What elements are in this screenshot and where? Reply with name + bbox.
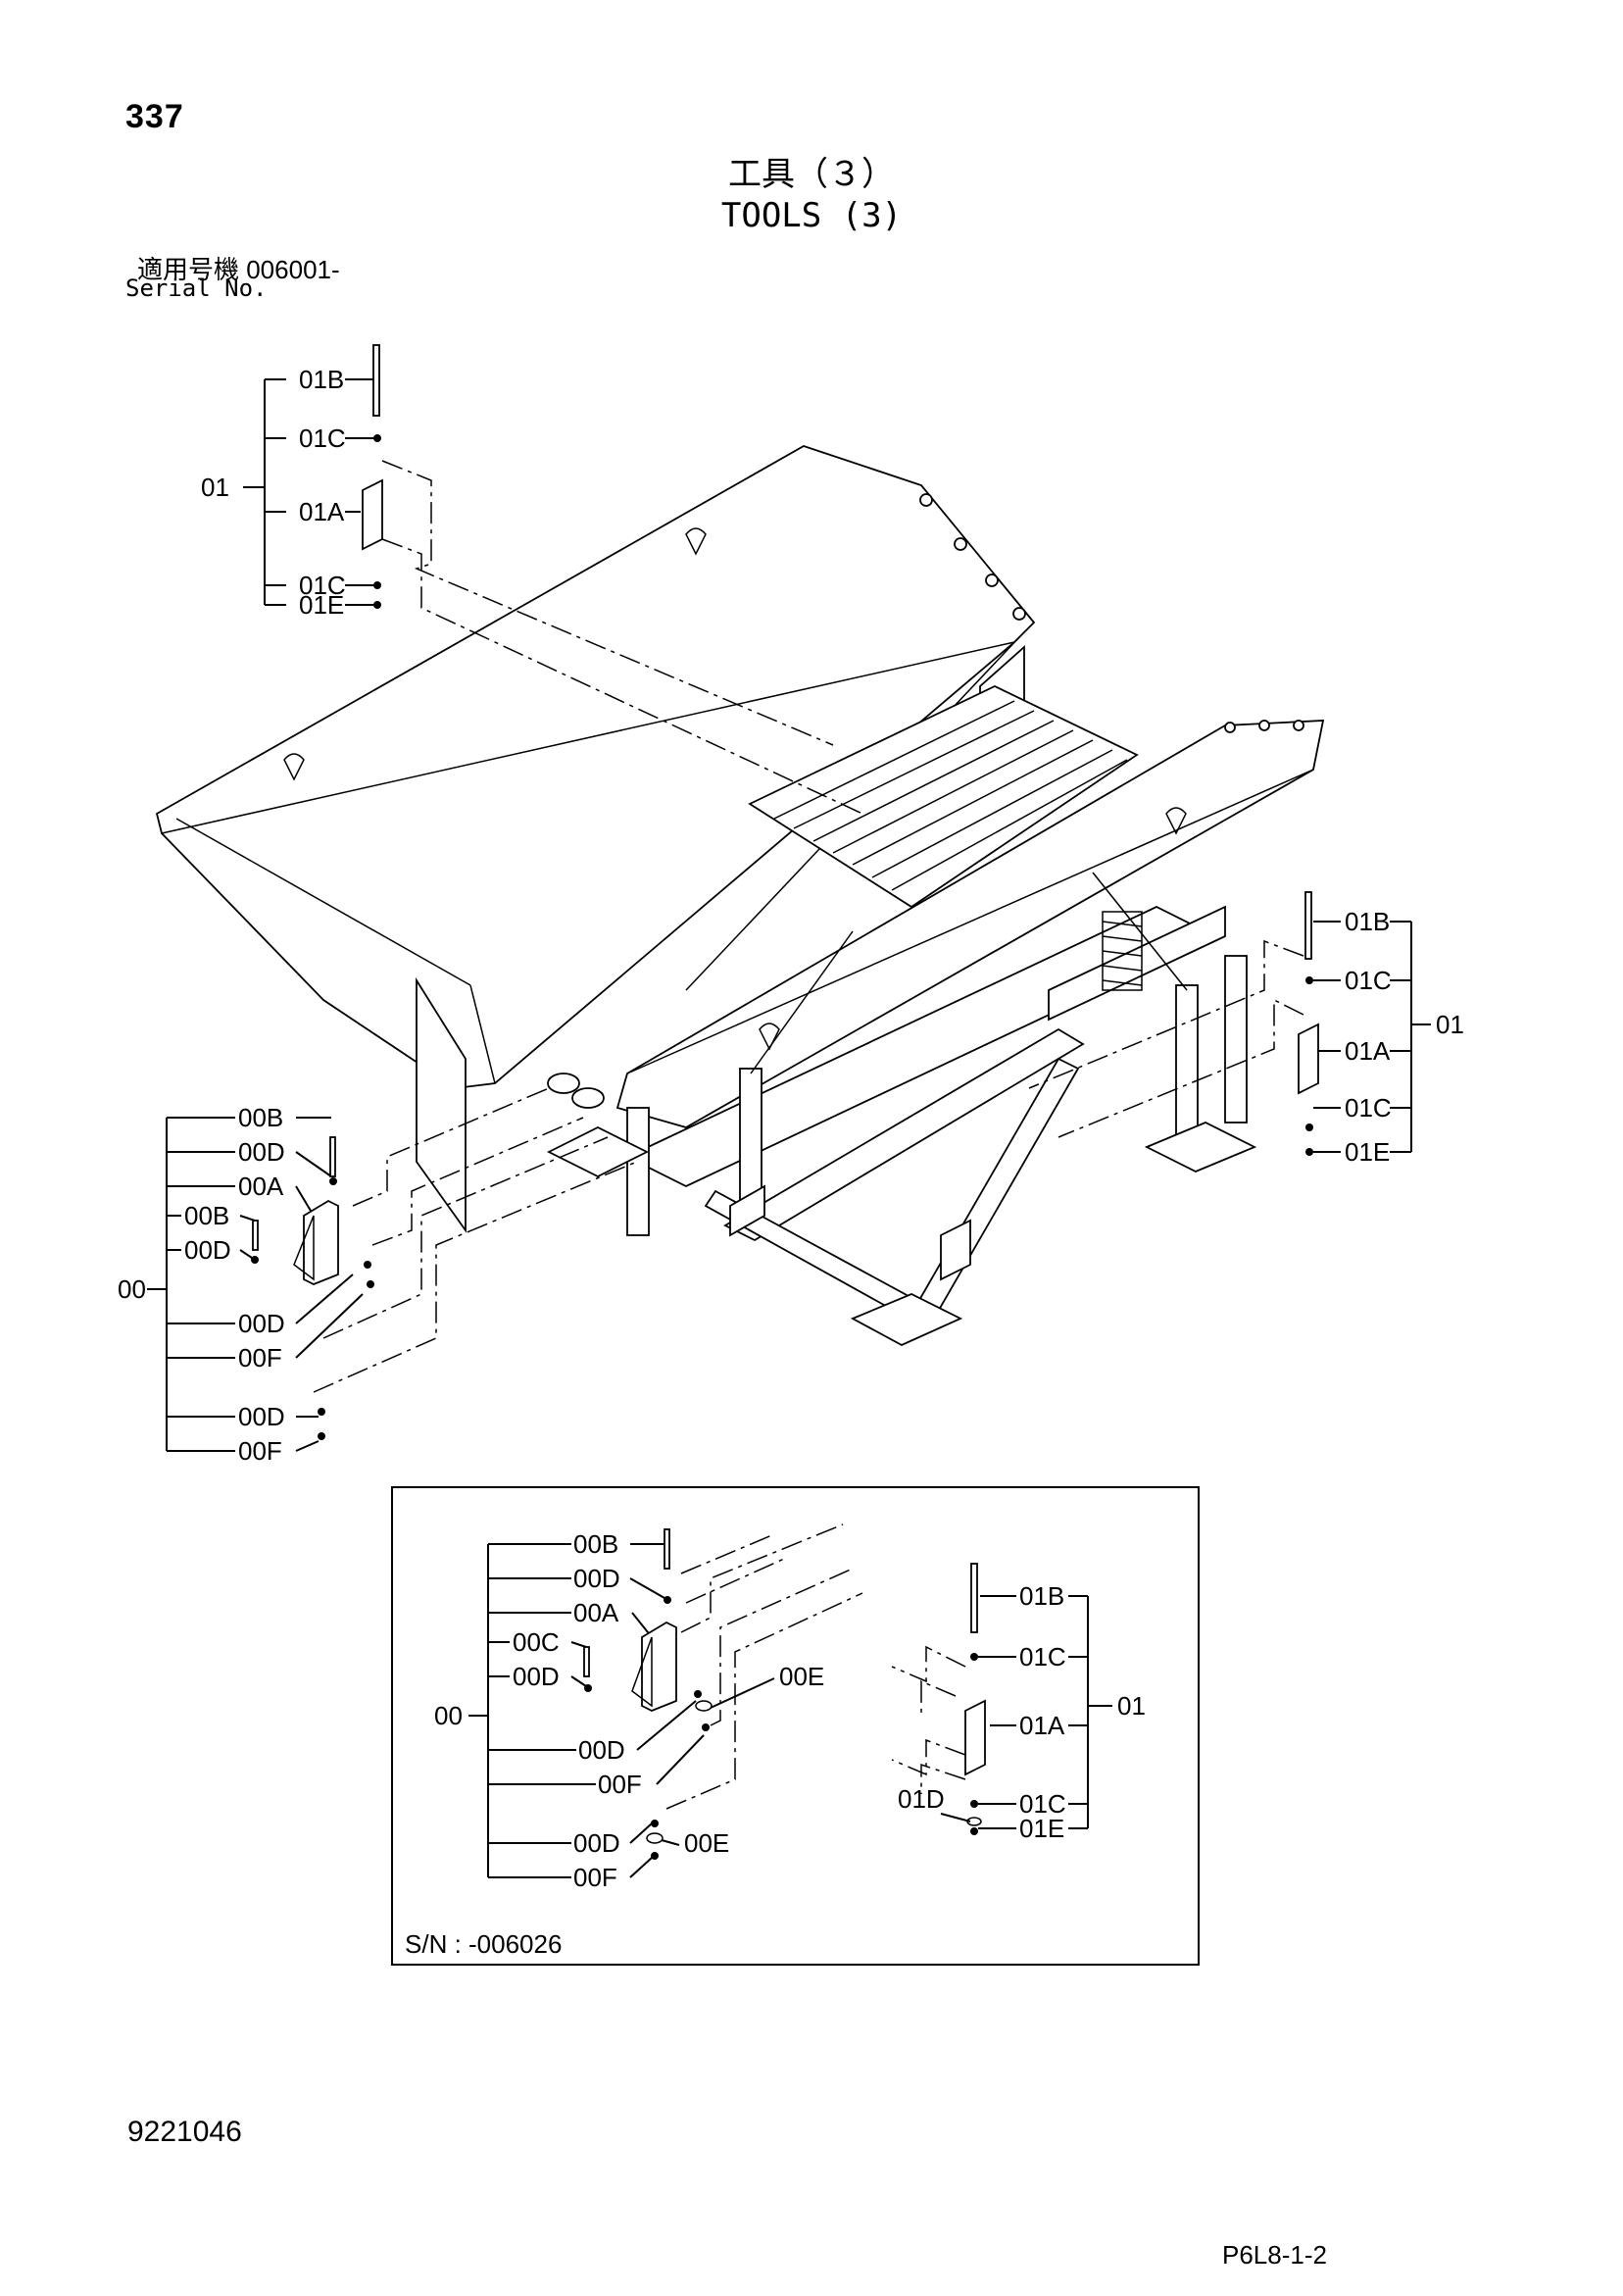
inset-label-00E: 00E [684, 1828, 729, 1858]
inset-label-01B: 01B [1019, 1581, 1064, 1611]
label-01A: 01A [299, 497, 345, 526]
serial-no-label: Serial No. [125, 275, 268, 302]
assembly-phantom-lines [313, 460, 1304, 1393]
inset-label-00B: 00B [573, 1529, 618, 1559]
label-01B: 01B [299, 365, 344, 394]
inset-label-00D: 00D [513, 1662, 560, 1691]
inset-label-01C: 01C [1019, 1642, 1066, 1672]
holder-01A-icon [362, 478, 383, 551]
title-english: TOOLS (3) [720, 196, 903, 235]
label-00D: 00D [238, 1137, 285, 1167]
label-00B: 00B [238, 1103, 283, 1132]
inset-label-01D: 01D [898, 1784, 945, 1814]
label-00D: 00D [238, 1309, 285, 1338]
label-01C: 01C [1345, 966, 1392, 995]
label-00A: 00A [238, 1172, 284, 1201]
callout-group-01-top: 01 01B 01C 01A 01C 01E [201, 344, 383, 620]
label-01C: 01C [299, 571, 346, 600]
inset-label-group-01: 01 [1117, 1691, 1146, 1721]
label-00D: 00D [238, 1402, 285, 1431]
inset-label-00D: 00D [573, 1828, 620, 1858]
screen-machine-illustration [155, 445, 1325, 1347]
label-01C: 01C [1345, 1093, 1392, 1123]
holder-00A-icon [303, 1199, 339, 1285]
bolt-00B-icon [329, 1136, 336, 1177]
inset-label-01A: 01A [1019, 1711, 1065, 1740]
label-01A: 01A [1345, 1036, 1391, 1066]
callout-group-00-left: 00 00B 00D 00A 00B 00D 00D 00F 00D 00F [118, 1103, 374, 1466]
inset-early-serial-detail: S/N : -006026 00 00B 00D 00A 00C 00D 00D… [391, 1486, 1200, 1966]
label-00F: 00F [238, 1436, 282, 1466]
callout-group-01-right: 01 01B 01C 01A 01C 01E [1298, 891, 1464, 1167]
document-code: 9221046 [127, 2116, 242, 2148]
label-group-01-right: 01 [1436, 1010, 1464, 1039]
inset-label-01C: 01C [1019, 1789, 1066, 1819]
inset-serial-range: S/N : -006026 [405, 1929, 562, 1959]
bolt-01B-icon [372, 344, 380, 417]
inset-label-00A: 00A [573, 1598, 619, 1627]
inset-label-00F: 00F [598, 1770, 642, 1799]
page-number: 337 [125, 98, 184, 135]
bolt-01B-icon [1304, 891, 1312, 960]
inset-label-00C: 00C [513, 1627, 560, 1657]
label-00B: 00B [184, 1201, 229, 1230]
inset-label-01E: 01E [1019, 1814, 1064, 1843]
serial-range-label: 適用号機 006001- [137, 255, 340, 284]
bolt-00B-small-icon [252, 1220, 259, 1251]
label-group-01-top: 01 [201, 473, 229, 502]
inset-label-00F: 00F [573, 1863, 617, 1892]
label-01E: 01E [1345, 1137, 1390, 1167]
title-japanese: 工具（３） [728, 156, 895, 193]
inset-label-00E: 00E [779, 1662, 824, 1691]
inset-label-00D: 00D [578, 1735, 625, 1765]
label-01C: 01C [299, 424, 346, 453]
page-code: P6L8-1-2 [1222, 2240, 1327, 2270]
inset-label-00D: 00D [573, 1564, 620, 1593]
holder-01A-icon [1298, 1023, 1319, 1095]
label-00D: 00D [184, 1235, 231, 1265]
label-group-00-left: 00 [118, 1274, 146, 1304]
label-01E: 01E [299, 590, 344, 620]
label-01B: 01B [1345, 907, 1390, 936]
inset-label-group-00: 00 [434, 1701, 463, 1730]
label-00F: 00F [238, 1343, 282, 1373]
